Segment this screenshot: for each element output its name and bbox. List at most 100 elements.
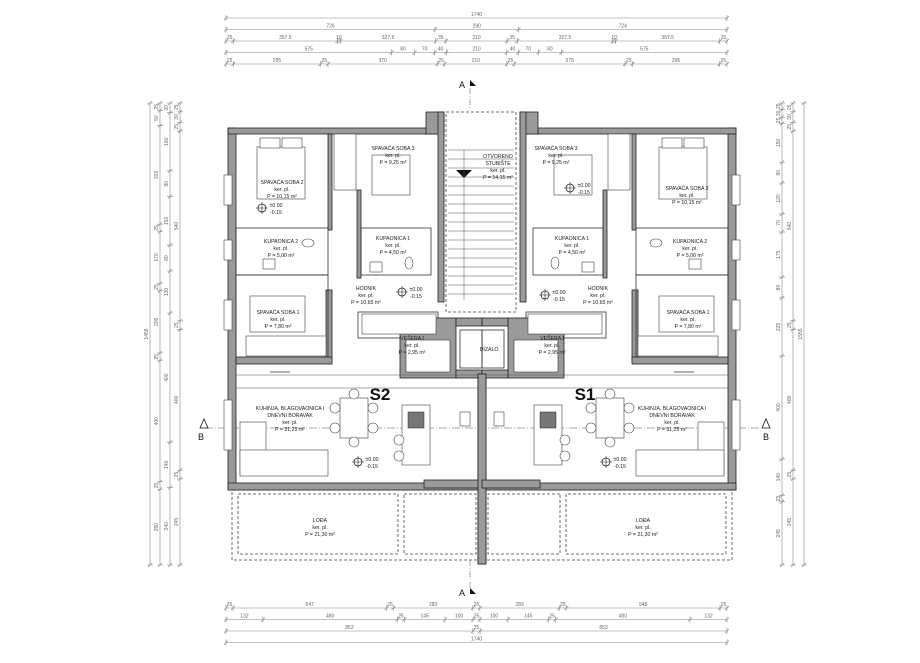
svg-text:STUBIŠTE: STUBIŠTE [485,160,511,167]
dimension-value: 25 [174,322,180,328]
room-label-text: P = 4,50 m² [559,250,586,256]
dimension-value: 290 [473,24,482,30]
dimension-value: 40 [438,47,444,53]
dimension-value: 295 [273,58,282,64]
room-label-text: P = 2,95 m² [399,350,426,356]
room-label-text: P = 10,15 m² [672,200,702,206]
dimension-value: 400 [174,395,180,404]
dimension-value: 853 [599,625,608,631]
dimension-value: 80 [776,170,782,176]
room-label-text: KUPAONICA 1 [376,236,410,242]
dimension-value: 25 [154,104,160,110]
dimension-value: 80 [776,285,782,291]
dimension-value: 400 [776,403,782,412]
dimension-value: 245 [776,529,782,538]
dimension-value: 25 [474,625,480,631]
room-label-text: ker. pl. [548,153,563,159]
dimension-value: 210 [472,58,481,64]
dimension-value: 25 [398,614,404,620]
unit-label-s2: S2 [370,385,391,404]
elevator-label: DIZALO [480,347,499,353]
dimension-value: 130 [164,288,170,297]
dimension-value: 25 [721,58,727,64]
dimension-value: 35 [509,35,515,41]
dimension-value: 400 [164,373,170,382]
dimension-value: 370 [378,58,387,64]
level-raw: -0.15 [270,210,282,216]
dimension-row: 1740 [223,637,730,646]
dimension-value: 283 [429,602,438,608]
dimension-value: 25 [560,602,566,608]
room-label-text: ker. pl. [274,187,289,193]
room-label-text: SPAVAĆA SOBA 2 [261,179,304,186]
dimension-value: 150 [164,217,170,226]
room-label-text: P = 4,50 m² [380,250,407,256]
dimension-value: 25 [549,614,555,620]
section-label: B [198,432,204,442]
section-label: B [763,432,769,442]
dimension-value: 1740 [471,12,482,18]
room-label-text: P = 10,65 m² [351,300,381,306]
section-marker-a-top: A [459,80,476,110]
room-label-text: KUPAONICA 1 [555,236,589,242]
dimension-value: 25 [776,103,782,109]
dimension-value: 245 [174,518,180,527]
dimension-value: 480 [619,614,628,620]
room-label-text: SPAVAĆA SOBA 3 [535,145,578,152]
dimension-value: 548 [639,602,648,608]
dimension-value: 25 [787,472,793,478]
dimension-value: 400 [154,417,160,426]
dimension-value: 295 [672,58,681,64]
dimension-value: 25 [474,602,480,608]
level-finished: ±0.00 [270,203,283,209]
dimension-value: 25 [721,35,727,41]
dimension-value: 25 [776,496,782,502]
dimension-value: 540 [174,222,180,231]
dimension-value: 30 [174,114,180,120]
dimension-value: 180 [164,137,170,146]
room-label-text: VEŠERAJ [400,335,424,342]
dimension-value: 30 [787,114,793,120]
level-raw: -0.15 [578,190,590,196]
dimension-value: 80 [547,47,553,53]
room-label-text: HODNIK [356,286,377,292]
dimension-value: 80 [164,255,170,261]
room-label-text: P = 7,80 m² [675,324,702,330]
dimension-value: 145 [524,614,533,620]
level-raw: -0.15 [366,464,378,470]
room-label-text: ker. pl. [358,293,373,299]
dimension-value: 480 [326,614,335,620]
dimension-value: 70 [776,220,782,226]
dimension-value: 1458 [144,328,150,339]
room-label-text: P = 9,25 m² [543,160,570,166]
dimension-value: 25 [174,472,180,478]
unit-geometry-s1 [477,111,741,565]
dimension-value: 140 [776,473,782,482]
dimension-value: 540 [787,222,793,231]
level-finished: ±0.00 [614,457,627,463]
room-label-text: KUHINJA, BLAGOVAONICA I [638,406,707,412]
room-label-text: KUPAONICA 2 [673,239,707,245]
dimension-value: 50 [154,115,160,121]
level-mark: ±0.00-0.15 [539,289,566,303]
level-mark: ±0.00-0.15 [256,202,283,216]
room-label-text: ker. pl. [635,525,650,531]
room-label-text: P = 9,25 m² [380,160,407,166]
dimension-value: 70 [422,47,428,53]
unit-geometry-s2 [223,111,487,565]
room-label-text: SPAVAĆA SOBA 3 [372,145,415,152]
dimension-value: 726 [326,24,335,30]
dimension-value: 325 [154,171,160,180]
